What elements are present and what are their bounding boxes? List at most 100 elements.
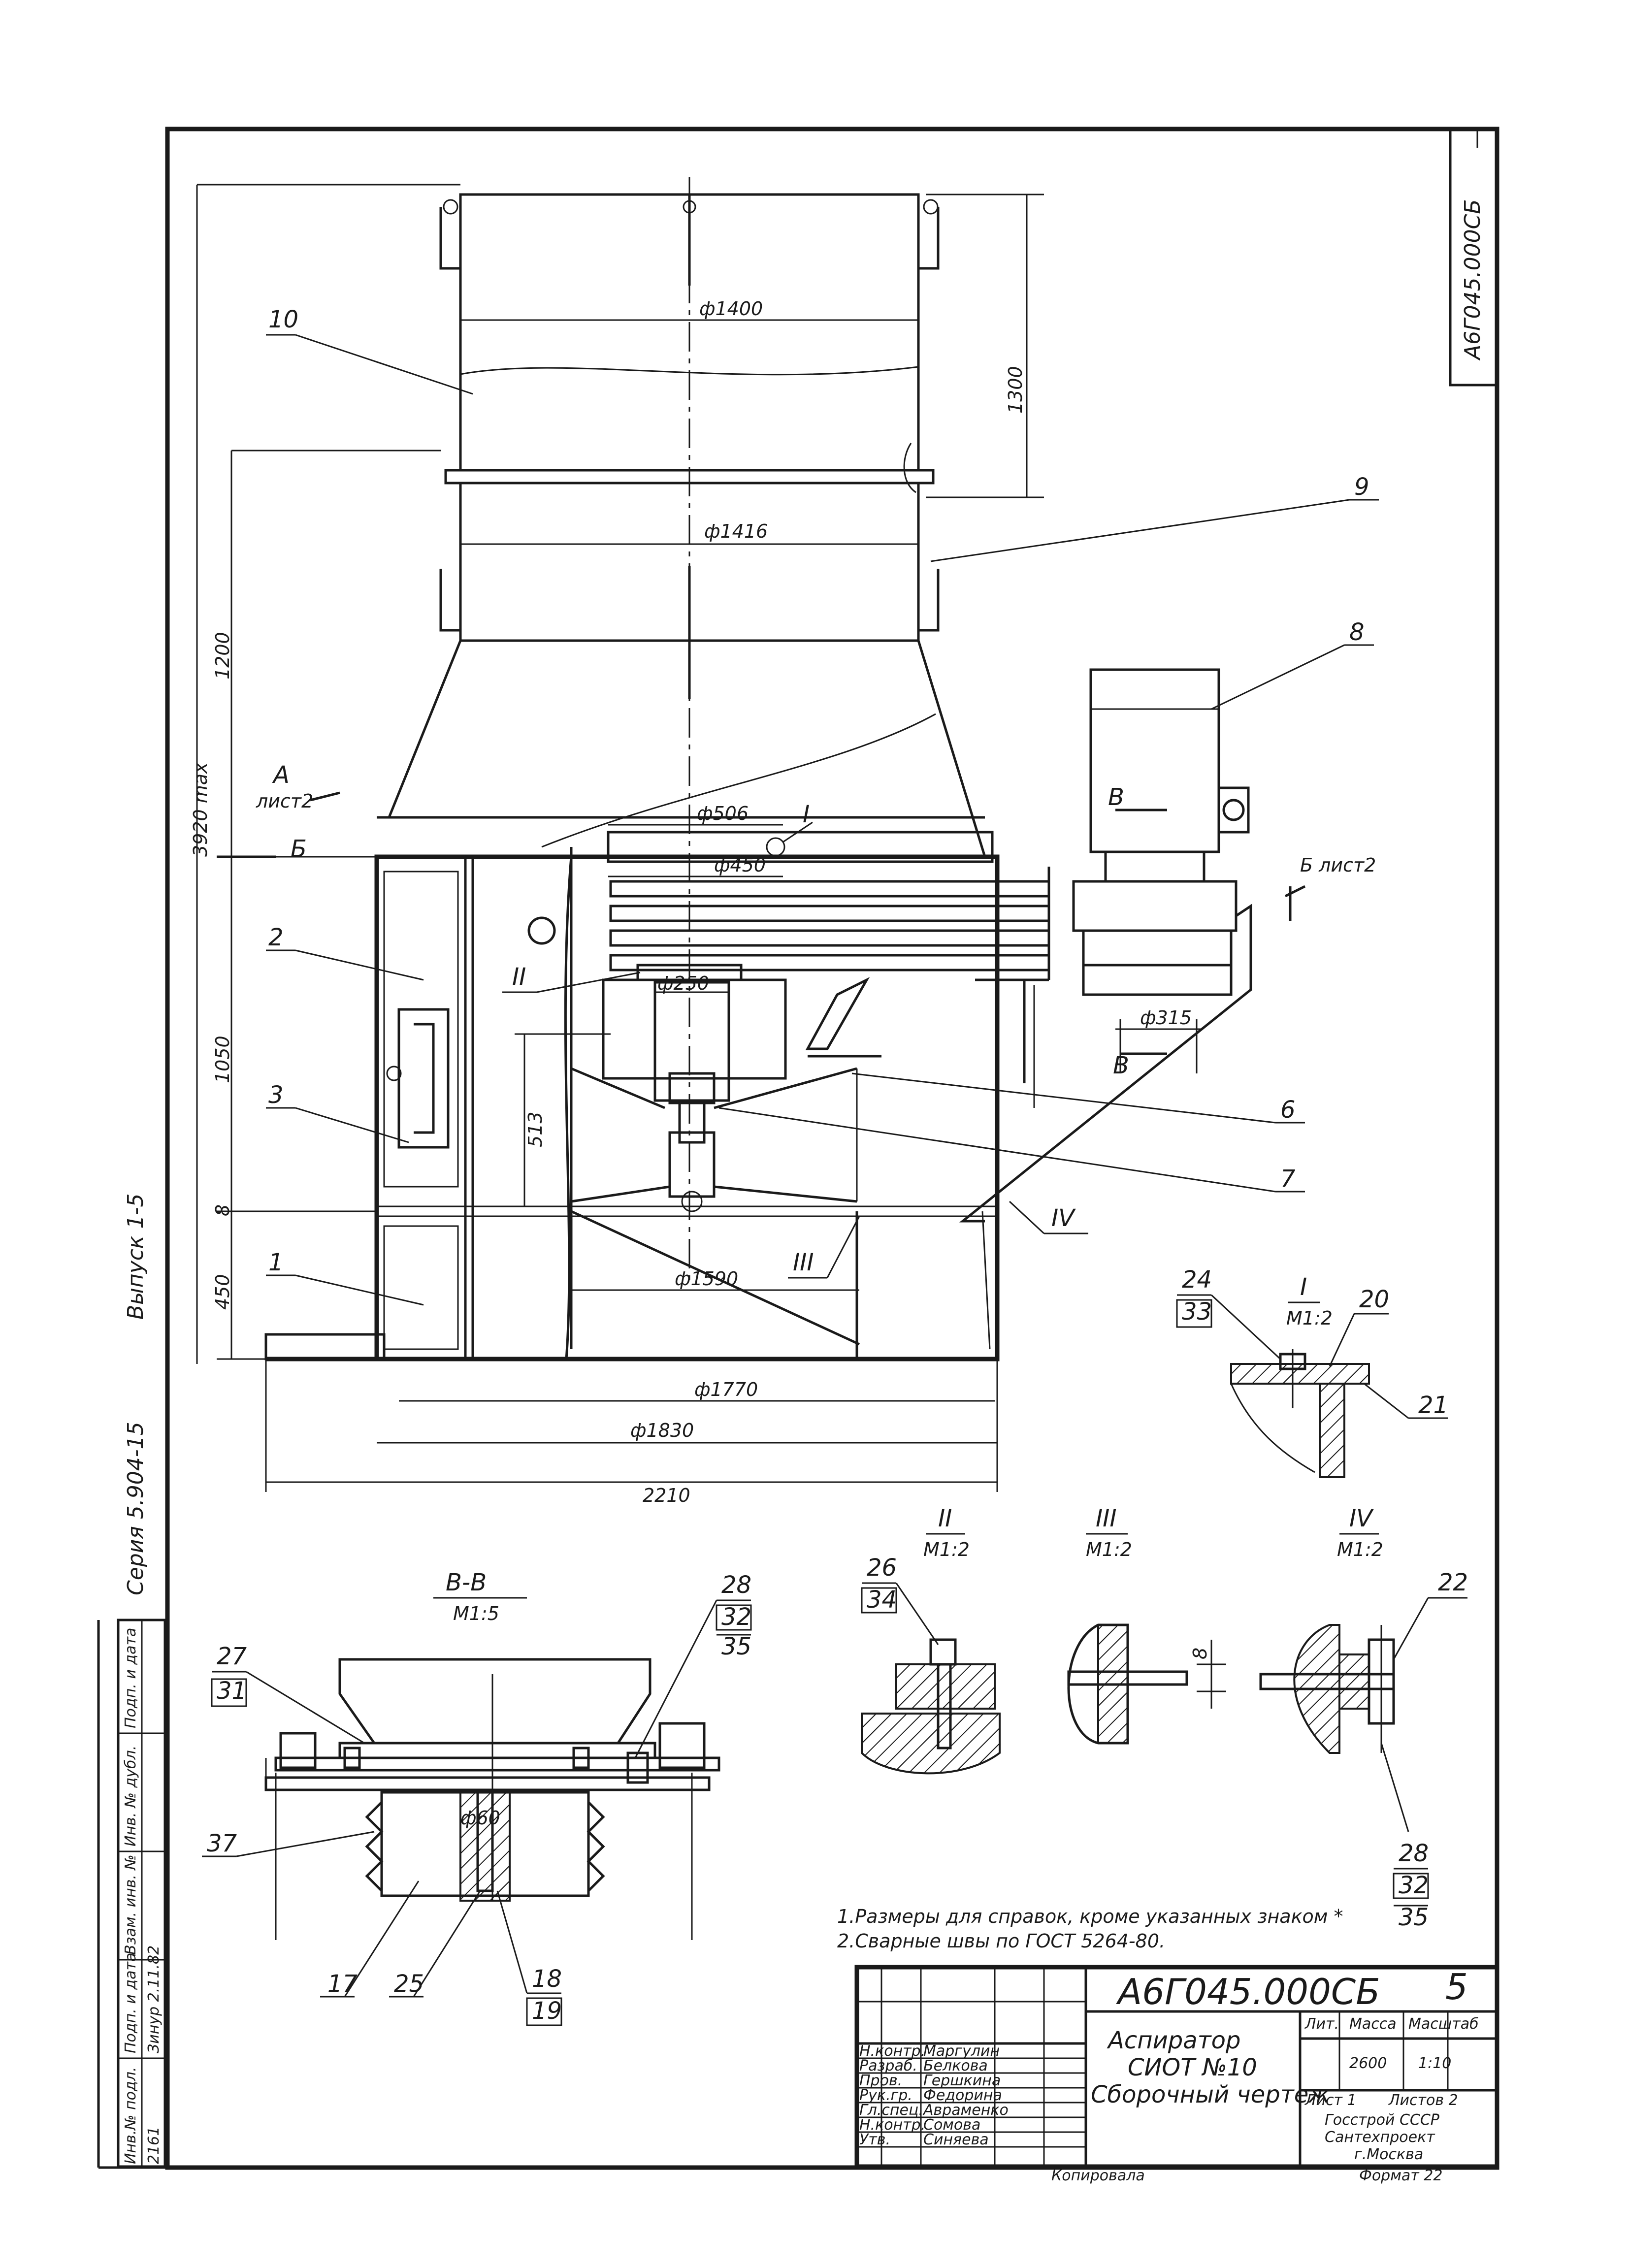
detail-I-view: I М1:2 24 33 20 21 xyxy=(1176,1266,1448,1478)
detail-mark-II: II xyxy=(512,963,526,991)
cut-b-left: Б xyxy=(291,835,307,863)
corner-code: А6Г045.000СБ xyxy=(1460,199,1485,361)
detail-IV-scale: М1:2 xyxy=(1337,1539,1383,1560)
tb-name-7: Синяева xyxy=(923,2131,989,2148)
detail-I-pos-20: 20 xyxy=(1359,1286,1389,1313)
tb-role-1: Н.контр. xyxy=(859,2042,925,2060)
tb-sheet: Лист 1 xyxy=(1304,2092,1357,2109)
dim-w2210: 2210 xyxy=(643,1485,690,1506)
pos-8: 8 xyxy=(1349,618,1365,646)
dim-d1770: ф1770 xyxy=(694,1379,758,1400)
dim-h513: 513 xyxy=(524,1111,546,1147)
section-b-d60: ф60 xyxy=(460,1807,500,1829)
main-assembly-view xyxy=(264,177,1252,1361)
cut-v-top: В xyxy=(1108,783,1124,811)
detail-mark-IV: IV xyxy=(1051,1204,1076,1232)
dim-h1050: 1050 xyxy=(212,1036,233,1083)
detail-II-title: II xyxy=(938,1505,952,1532)
detail-II-pos-34: 34 xyxy=(867,1586,897,1614)
detail-III-scale: М1:2 xyxy=(1086,1539,1132,1560)
dim-d1830: ф1830 xyxy=(630,1420,694,1441)
pos-6: 6 xyxy=(1280,1096,1296,1124)
section-b-pos-32: 32 xyxy=(721,1603,751,1631)
detail-I-pos-24: 24 xyxy=(1182,1266,1212,1294)
stamp-value-date: Зинур 2.11.82 xyxy=(145,1945,163,2053)
inventory-stamp: Подп. и дата Инв. № дубл. Взам. инв. № П… xyxy=(117,1619,166,2168)
stamp-col-2: Инв. № дубл. xyxy=(122,1746,139,1847)
detail-I-pos-21: 21 xyxy=(1418,1392,1448,1419)
tb-scale: 1:10 xyxy=(1418,2055,1451,2072)
tb-title-3: Сборочный чертеж xyxy=(1091,2081,1330,2108)
detail-mark-I: I xyxy=(803,801,810,828)
detail-II-pos-26: 26 xyxy=(867,1554,897,1582)
sheet-frame xyxy=(97,127,1499,2170)
detail-mark-III: III xyxy=(793,1249,814,1276)
tb-name-4: Федорина xyxy=(923,2087,1002,2104)
view-markers: А лист2 Б Б лист2 В В xyxy=(217,761,1376,1079)
tb-mass: 2600 xyxy=(1349,2055,1387,2072)
tb-scale-header: Масштаб xyxy=(1408,2015,1479,2033)
detail-IV-pos-22: 22 xyxy=(1438,1569,1468,1596)
dim-d315: ф315 xyxy=(1140,1007,1192,1029)
detail-III-gap: 8 xyxy=(1189,1648,1211,1659)
pos-3: 3 xyxy=(268,1081,284,1109)
detail-IV-title: IV xyxy=(1349,1505,1374,1532)
tb-name-5: Авраменко xyxy=(922,2102,1009,2119)
tb-name-3: Гершкина xyxy=(923,2072,1001,2089)
pos-10: 10 xyxy=(268,306,298,333)
section-b-pos-27: 27 xyxy=(217,1643,247,1670)
tb-title-1: Аспиратор xyxy=(1107,2027,1240,2054)
tb-sheets: Листов 2 xyxy=(1388,2092,1458,2109)
tb-role-4: Рук.гр. xyxy=(859,2087,912,2104)
tb-role-3: Пров. xyxy=(859,2072,902,2089)
section-b-pos-18: 18 xyxy=(532,1965,562,1993)
dim-d450: ф450 xyxy=(714,854,766,876)
tb-name-2: Белкова xyxy=(923,2057,988,2074)
tb-role-5: Гл.спец. xyxy=(859,2102,923,2119)
dim-h3920: 3920 max xyxy=(190,762,211,857)
detail-III-title: III xyxy=(1096,1505,1116,1532)
tb-org-2: Сантехпроект xyxy=(1325,2129,1435,2146)
stamp-col-3: Взам. инв. № xyxy=(122,1854,139,1955)
tb-org-3: г.Москва xyxy=(1354,2146,1423,2163)
section-b-title: В-В xyxy=(446,1569,487,1596)
stamp-col-4: Подп. и дата xyxy=(122,1953,139,2053)
tb-title-2: СИОТ №10 xyxy=(1128,2054,1257,2081)
view-a-sheet: лист2 xyxy=(256,790,313,812)
detail-II-view: II М1:2 26 34 xyxy=(861,1505,1001,1775)
note-1: 1.Размеры для справок, кроме указанных з… xyxy=(837,1906,1343,1927)
title-block: А6Г045.000СБ 5 Аспиратор СИОТ №10 Сбороч… xyxy=(854,1965,1499,2184)
tb-role-2: Разраб. xyxy=(859,2057,917,2074)
dim-d1590: ф1590 xyxy=(675,1268,738,1290)
tb-name-6: Сомова xyxy=(923,2116,980,2134)
dim-d1400: ф1400 xyxy=(699,298,763,320)
stamp-col-1: Подп. и дата xyxy=(122,1628,139,1728)
note-2: 2.Сварные швы по ГОСТ 5264-80. xyxy=(837,1930,1165,1952)
section-b-pos-31: 31 xyxy=(217,1677,247,1705)
detail-IV-view: IV М1:2 22 28 32 35 xyxy=(1259,1505,1468,1931)
cut-v-bottom: В xyxy=(1113,1052,1129,1079)
main-dimensions: ф1400 ф1416 ф506 ф450 ф250 ф1590 ф1770 ф… xyxy=(190,184,1202,1506)
tb-role-6: Н.контр. xyxy=(859,2116,925,2134)
section-b-pos-35: 35 xyxy=(721,1633,751,1660)
corner-code-box: А6Г045.000СБ xyxy=(1449,128,1499,387)
detail-IV-pos-28: 28 xyxy=(1399,1840,1429,1867)
pos-2: 2 xyxy=(268,924,284,951)
tb-sheet-number: 5 xyxy=(1445,1966,1468,2008)
dim-h1200: 1200 xyxy=(212,632,233,680)
cut-b-right: Б лист2 xyxy=(1300,854,1376,876)
detail-I-title: I xyxy=(1300,1273,1307,1301)
section-b-pos-28: 28 xyxy=(721,1571,751,1599)
dim-h8: 8 xyxy=(212,1204,233,1216)
pos-1: 1 xyxy=(268,1249,284,1276)
tb-lit-header: Лит. xyxy=(1304,2015,1339,2033)
detail-IV-pos-32: 32 xyxy=(1399,1872,1429,1899)
tb-role-7: Утв. xyxy=(859,2131,890,2148)
pos-9: 9 xyxy=(1354,473,1369,501)
detail-III-view: III М1:2 8 xyxy=(1067,1505,1226,1745)
section-b-pos-25: 25 xyxy=(394,1970,424,1998)
tb-org-1: Госстрой СССР xyxy=(1325,2111,1440,2129)
position-callouts: 10 9 8 2 3 1 6 7 I II III IV xyxy=(266,306,1379,1306)
stamp-value-inv: 2161 xyxy=(145,2127,163,2164)
dim-d506: ф506 xyxy=(697,803,749,824)
